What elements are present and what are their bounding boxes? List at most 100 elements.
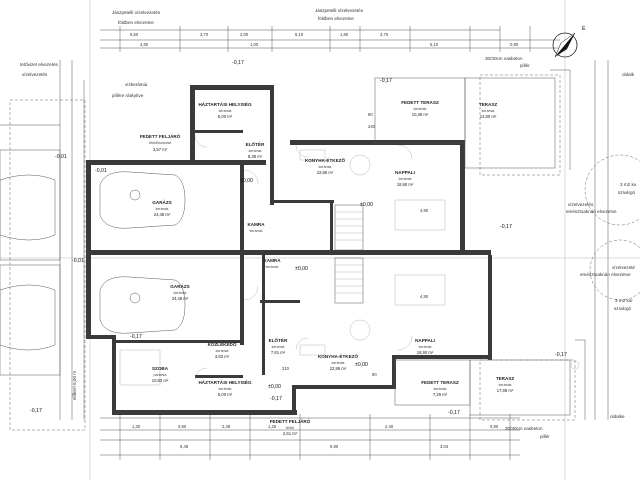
room-label: HÁZTARTÁSI HELYISÉG kerámia 5,00 m² bbox=[198, 100, 252, 119]
svg-text:22,86 m²: 22,86 m² bbox=[330, 366, 347, 371]
svg-text:kerámia: kerámia bbox=[266, 265, 279, 269]
room-label: TERASZ kerámia 17,88 m² bbox=[496, 376, 515, 393]
svg-text:SZOBA: SZOBA bbox=[152, 366, 169, 371]
bottom-dim-0: 1,30 bbox=[132, 424, 141, 429]
small-dim: 90 bbox=[372, 372, 377, 377]
svg-text:térkő: térkő bbox=[286, 426, 294, 430]
svg-text:22,86 m²: 22,86 m² bbox=[317, 170, 334, 175]
svg-text:KAMRA: KAMRA bbox=[263, 258, 281, 263]
svg-text:18,90 m²: 18,90 m² bbox=[397, 182, 414, 187]
front-yard-dimension: előkert 6,00 m bbox=[72, 371, 77, 400]
small-dim: 210 bbox=[282, 366, 290, 371]
svg-text:TERASZ: TERASZ bbox=[496, 376, 515, 381]
svg-text:kerámia: kerámia bbox=[249, 149, 262, 153]
svg-text:kerámia: kerámia bbox=[414, 107, 427, 111]
small-dim: 4,90 bbox=[420, 208, 429, 213]
svg-text:NAPPALI: NAPPALI bbox=[415, 338, 435, 343]
svg-text:3,83 m²: 3,83 m² bbox=[215, 354, 230, 359]
svg-text:kerámia: kerámia bbox=[219, 109, 232, 113]
room-label: FEDETT FELJÁRÓ térkő 2,61 m² bbox=[270, 417, 311, 436]
bottom-dim-7: 2,40 bbox=[385, 424, 394, 429]
furniture bbox=[119, 149, 446, 386]
stairs bbox=[334, 204, 364, 304]
circle-label-4: szivárgó bbox=[614, 306, 632, 311]
small-dim: 4,90 bbox=[420, 294, 429, 299]
svg-text:kerámia: kerámia bbox=[174, 291, 187, 295]
svg-text:GARÁZS: GARÁZS bbox=[170, 283, 189, 289]
svg-text:HÁZTARTÁSI HELYISÉG: HÁZTARTÁSI HELYISÉG bbox=[198, 378, 252, 385]
bottom-dim-5: 5,90 bbox=[330, 444, 339, 449]
small-dim: 90 bbox=[368, 112, 373, 117]
level-markers: -0,17 -0,01 -0,17 ±0,00 ±0,00 -0,01 -0,0… bbox=[30, 60, 567, 416]
room-label: TERASZ kerámia 14,80 m² bbox=[479, 102, 498, 119]
room-label: FEDETT TERASZ kerámia 7,29 m² bbox=[421, 380, 459, 397]
svg-text:FEDETT TERASZ: FEDETT TERASZ bbox=[421, 380, 459, 385]
svg-text:18,90 m²: 18,90 m² bbox=[417, 350, 434, 355]
bottom-side: oldalke bbox=[610, 414, 625, 419]
right-side-1: oldalk bbox=[622, 72, 635, 77]
level-mark: -0,17 bbox=[130, 334, 142, 340]
room-label: GARÁZS kerámia 24,48 m² bbox=[170, 283, 189, 301]
svg-text:7,29 m²: 7,29 m² bbox=[433, 392, 448, 397]
svg-text:KÖZLEKEDŐ: KÖZLEKEDŐ bbox=[208, 341, 237, 347]
svg-text:kerámia: kerámia bbox=[399, 177, 412, 181]
svg-text:FEDETT FELJÁRÓ: FEDETT FELJÁRÓ bbox=[140, 132, 181, 139]
bottom-dim-4: 6,48 bbox=[180, 444, 189, 449]
mid-right-note-3: vízelvezeté bbox=[612, 265, 635, 270]
svg-text:5,00 m²: 5,00 m² bbox=[218, 114, 233, 119]
svg-text:KONYHA-ÉTKEZŐ: KONYHA-ÉTKEZŐ bbox=[305, 156, 345, 163]
utility-note-top-3: Jászpetelli vízelvezetés bbox=[112, 10, 161, 15]
utility-note-top-4: földben elvezetve bbox=[118, 20, 154, 25]
level-mark: -0,01 bbox=[95, 168, 107, 174]
bottom-dim-2: 2,48 bbox=[222, 424, 231, 429]
svg-text:ELŐTÉR: ELŐTÉR bbox=[269, 336, 288, 343]
small-dim: 240 bbox=[368, 124, 376, 129]
svg-text:7,61 m²: 7,61 m² bbox=[271, 350, 286, 355]
drainage-pits bbox=[570, 154, 640, 370]
top-dim-4: 1,80 bbox=[340, 32, 349, 37]
svg-text:FEDETT FELJÁRÓ: FEDETT FELJÁRÓ bbox=[270, 417, 311, 424]
svg-text:kerámia: kerámia bbox=[319, 165, 332, 169]
svg-text:kerámia: kerámia bbox=[499, 383, 512, 387]
svg-text:kerámia: kerámia bbox=[434, 387, 447, 391]
bottom-note-2: pillér bbox=[540, 434, 550, 439]
svg-text:14,80 m²: 14,80 m² bbox=[480, 114, 497, 119]
room-label: KAMRA kerámia bbox=[263, 258, 281, 269]
cars bbox=[99, 171, 186, 334]
room-label: ELŐTÉR kerámia 8,38 m² bbox=[246, 140, 265, 159]
top-dimensions: 5,50 3,70 2,00 5,10 1,80 3,70 4,80 1,00 … bbox=[130, 32, 519, 47]
svg-text:3,57 m²: 3,57 m² bbox=[153, 147, 168, 152]
circle-label-3: 3 m2 kul bbox=[615, 298, 632, 303]
right-note-1: 30/30cm vasbeton bbox=[485, 56, 523, 61]
svg-text:HÁZTARTÁSI HELYISÉG: HÁZTARTÁSI HELYISÉG bbox=[198, 100, 252, 107]
utility-note-top-1: Jászpetelli vízelvezetés bbox=[315, 8, 364, 13]
svg-text:kerámia: kerámia bbox=[219, 387, 232, 391]
svg-text:17,88 m²: 17,88 m² bbox=[497, 388, 514, 393]
svg-text:kerámia: kerámia bbox=[419, 345, 432, 349]
bottom-dim-6: 3,04 bbox=[440, 444, 449, 449]
level-mark: -0,17 bbox=[380, 78, 392, 84]
svg-text:kerámia: kerámia bbox=[250, 229, 263, 233]
left-note-3: vízkerámia bbox=[125, 82, 148, 87]
room-label: KONYHA-ÉTKEZŐ kerámia 22,86 m² bbox=[305, 156, 345, 175]
room-label: HÁZTARTÁSI HELYISÉG kerámia 5,00 m² bbox=[198, 378, 252, 397]
level-mark: -0,17 bbox=[30, 408, 42, 414]
north-arrow-icon bbox=[552, 32, 578, 58]
svg-text:10,39 m²: 10,39 m² bbox=[412, 112, 429, 117]
svg-text:5,00 m²: 5,00 m² bbox=[218, 392, 233, 397]
room-label: ELŐTÉR kerámia 7,61 m² bbox=[269, 336, 288, 355]
level-mark: -0,17 bbox=[448, 410, 460, 416]
svg-text:ELŐTÉR: ELŐTÉR bbox=[246, 140, 265, 147]
room-label: SZOBA parketta 10,83 m² bbox=[152, 366, 169, 383]
room-label: NAPPALI kerámia 18,90 m² bbox=[395, 170, 415, 187]
svg-text:8,38 m²: 8,38 m² bbox=[248, 154, 263, 159]
svg-text:GARÁZS: GARÁZS bbox=[152, 199, 171, 205]
left-note-4: pillére rátépítve bbox=[112, 93, 144, 98]
level-mark: ±0,00 bbox=[295, 266, 308, 272]
svg-text:TERASZ: TERASZ bbox=[479, 102, 498, 107]
left-note-2: vízelvezetés bbox=[22, 72, 48, 77]
top-dim-6: 4,80 bbox=[140, 42, 149, 47]
svg-text:kerámia: kerámia bbox=[272, 345, 285, 349]
level-mark: -0,17 bbox=[500, 224, 512, 230]
